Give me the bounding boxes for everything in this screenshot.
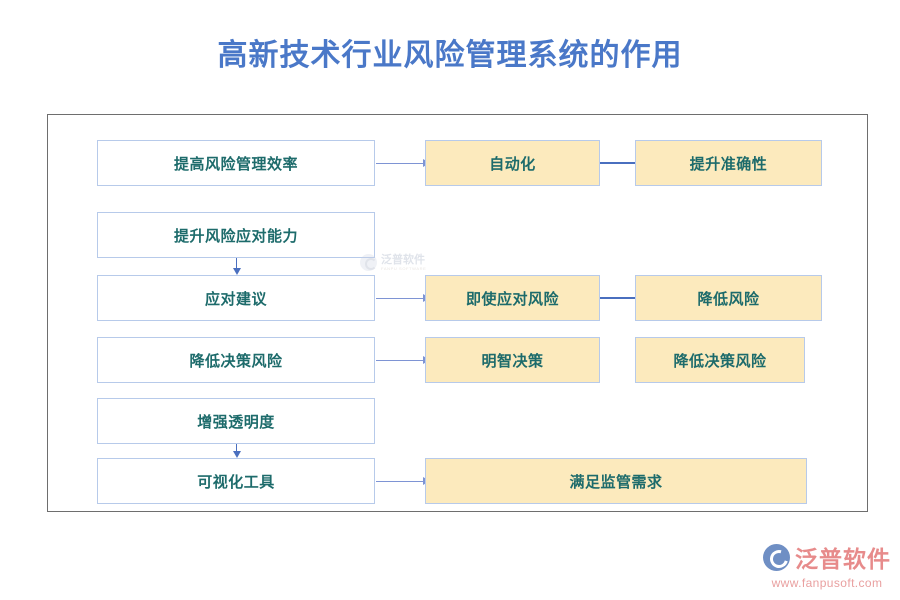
node-row1-right[interactable]: 提升准确性 <box>635 140 822 186</box>
arrow-row2-to-row3-head-icon <box>232 268 241 275</box>
arrow-row3-line <box>376 297 423 299</box>
brand-name: 泛普软件 <box>795 546 891 572</box>
node-row3-right[interactable]: 降低风险 <box>635 275 822 321</box>
node-row5-left[interactable]: 增强透明度 <box>97 398 375 444</box>
node-row4-right[interactable]: 降低决策风险 <box>635 337 805 383</box>
node-row3-left[interactable]: 应对建议 <box>97 275 375 321</box>
diagram-frame <box>47 114 868 512</box>
arrow-row5-to-row6-head-icon <box>232 451 241 458</box>
connector-row3 <box>600 297 635 299</box>
arrow-row1-line <box>376 162 423 164</box>
brand-logo-icon <box>763 543 790 571</box>
node-row1-middle[interactable]: 自动化 <box>425 140 600 186</box>
arrow-row5-to-row6-line <box>236 444 237 452</box>
arrow-row2-to-row3-line <box>236 258 237 269</box>
brand-url: www.fanpusoft.com <box>771 576 883 590</box>
node-row2-left[interactable]: 提升风险应对能力 <box>97 212 375 258</box>
node-row4-middle[interactable]: 明智决策 <box>425 337 600 383</box>
arrow-row6-line <box>376 480 423 482</box>
node-row1-left[interactable]: 提高风险管理效率 <box>97 140 375 186</box>
node-row6-wide[interactable]: 满足监管需求 <box>425 458 807 504</box>
page-title: 高新技术行业风险管理系统的作用 <box>217 39 683 72</box>
node-row6-left[interactable]: 可视化工具 <box>97 458 375 504</box>
arrow-row4-line <box>376 359 423 361</box>
connector-row1 <box>600 162 635 164</box>
brand-logo: 泛普软件 www.fanpusoft.com <box>762 540 892 590</box>
node-row3-middle[interactable]: 即使应对风险 <box>425 275 600 321</box>
node-row4-left[interactable]: 降低决策风险 <box>97 337 375 383</box>
